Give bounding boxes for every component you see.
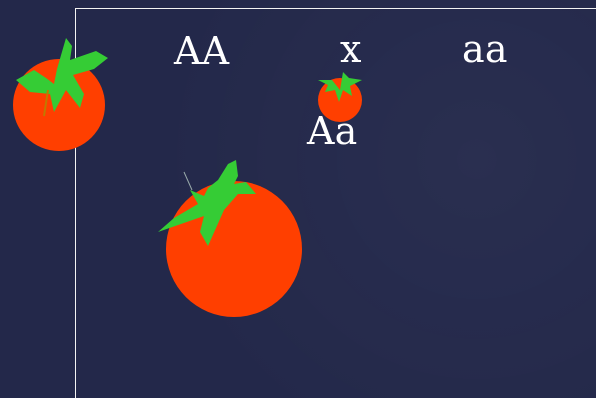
tomato-stem — [183, 171, 193, 191]
tomato-icon — [13, 38, 108, 151]
tomato-leaves — [16, 38, 108, 112]
genotype-parent-right: aa — [462, 27, 508, 71]
cross-operator: x — [340, 27, 362, 71]
tomato-leaves — [318, 72, 362, 102]
tomato-icon — [158, 160, 302, 317]
tomato-leaves — [158, 160, 256, 246]
tomato-icon — [318, 72, 362, 122]
diagram-frame — [75, 8, 596, 398]
tomato-body — [318, 78, 362, 122]
tomato-body — [166, 181, 302, 317]
tomato-stem — [43, 89, 49, 117]
genotype-parent-left: AA — [174, 29, 230, 73]
